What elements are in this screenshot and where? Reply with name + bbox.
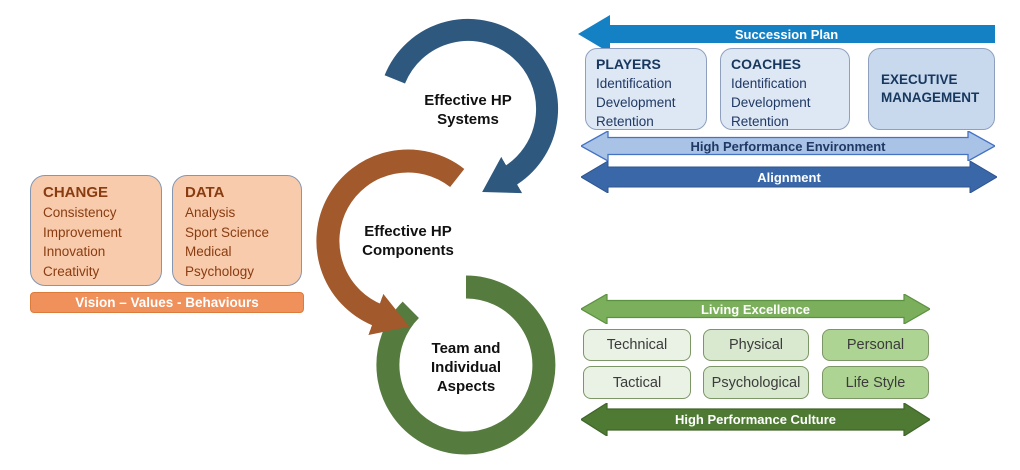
data-item: Sport Science: [185, 224, 270, 240]
change-item: Innovation: [43, 244, 106, 259]
players-item: Retention: [596, 114, 654, 129]
culture-arrow: [581, 403, 930, 436]
aspect-box-psychological: Psychological: [703, 366, 809, 399]
succession-plan-arrow: [578, 15, 995, 53]
players-box: PLAYERS Identification Development Reten…: [585, 48, 707, 130]
data-item: Medical: [185, 244, 232, 259]
change-box: CHANGE Consistency Improvement Innovatio…: [30, 175, 162, 286]
environment-arrow: [581, 131, 995, 161]
coaches-item: Development: [731, 95, 811, 110]
coaches-item: Retention: [731, 114, 789, 129]
team-ring: [376, 275, 556, 455]
aspect-box-physical: Physical: [703, 329, 809, 361]
data-item: Psychology: [185, 263, 255, 279]
executive-management-box: EXECUTIVE MANAGEMENT: [868, 48, 995, 130]
players-item: Identification: [596, 76, 672, 91]
aspect-box-technical: Technical: [583, 329, 691, 361]
aspect-box-tactical: Tactical: [583, 366, 691, 399]
data-box: DATA Analysis Sport Science Medical Psyc…: [172, 175, 302, 286]
players-title: PLAYERS: [596, 56, 661, 72]
change-item: Improvement: [43, 224, 122, 240]
data-title: DATA: [185, 184, 225, 201]
coaches-box: COACHES Identification Development Reten…: [720, 48, 850, 130]
aspect-box-personal: Personal: [822, 329, 929, 361]
systems-ring-arrow: [384, 18, 559, 194]
coaches-title: COACHES: [731, 56, 802, 72]
players-item: Development: [596, 95, 676, 110]
change-title: CHANGE: [43, 184, 109, 201]
coaches-item: Identification: [731, 76, 807, 91]
alignment-arrow: [581, 161, 997, 193]
vision-values-banner: Vision – Values - Behaviours: [30, 292, 304, 313]
change-item: Consistency: [43, 205, 117, 220]
data-item: Analysis: [185, 205, 236, 220]
aspect-box-lifestyle: Life Style: [822, 366, 929, 399]
executive-management-title: EXECUTIVE MANAGEMENT: [881, 72, 980, 105]
change-item: Creativity: [43, 263, 100, 279]
living-excellence-arrow: [581, 294, 930, 324]
components-ring-arrow: [316, 149, 465, 335]
